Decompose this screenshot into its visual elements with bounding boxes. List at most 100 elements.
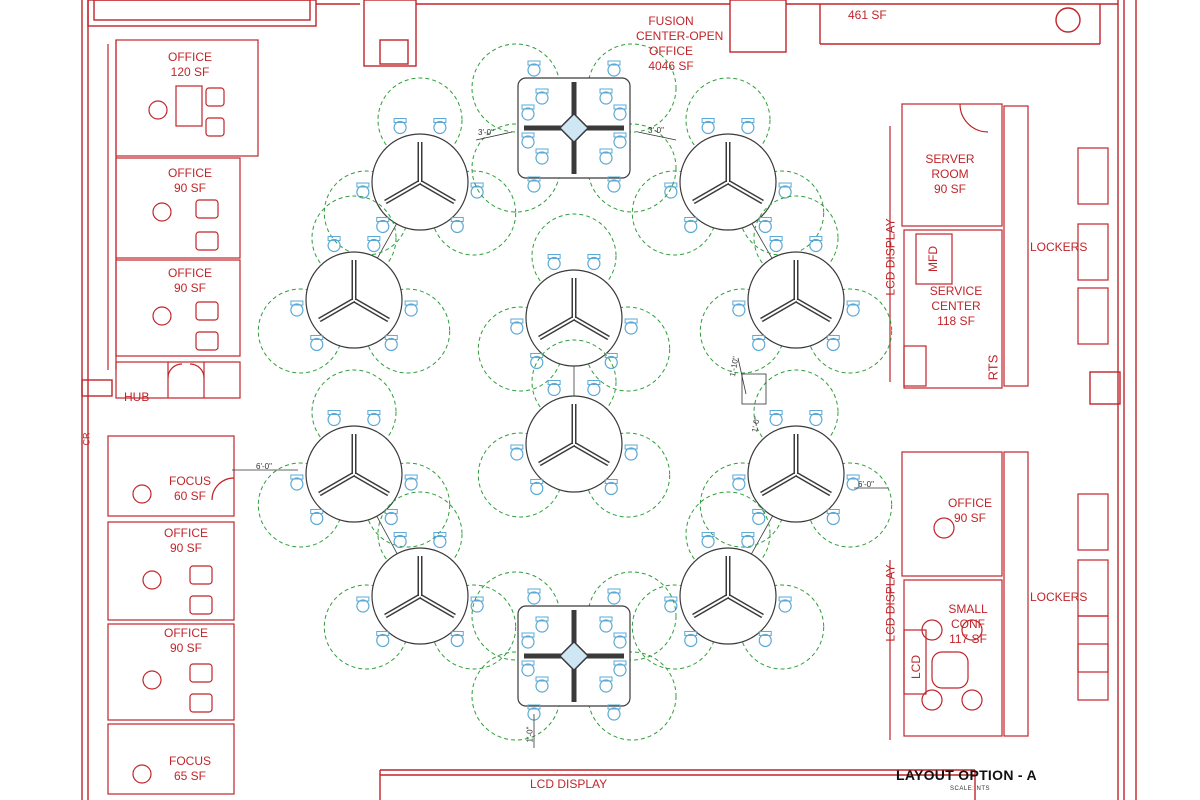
chair-icon — [752, 511, 766, 526]
chair-back-icon — [607, 176, 621, 182]
chair-back-icon — [521, 104, 535, 110]
workstation-panel-core — [760, 299, 797, 321]
chair-icon — [535, 679, 549, 693]
chair-back-icon — [404, 474, 418, 480]
chair-icon — [521, 135, 535, 149]
chair-back-icon — [356, 596, 370, 602]
chair-back-icon — [741, 118, 755, 124]
chair-icon — [684, 219, 698, 234]
room-label-mfd: MFD — [926, 246, 940, 272]
chair-icon — [624, 321, 638, 335]
chair-icon — [607, 63, 621, 77]
room-label-hub: HUB — [124, 390, 150, 404]
chair-back-icon — [664, 596, 678, 602]
chair-icon — [521, 107, 535, 121]
lcd-display-bottom: LCD DISPLAY — [530, 777, 608, 791]
chair-back-icon — [530, 478, 544, 484]
chair-icon — [769, 412, 783, 427]
chair-back-icon — [384, 334, 398, 340]
room-label-lockers-2: LOCKERS — [1030, 590, 1088, 604]
chair-icon — [470, 185, 484, 199]
chair-back-icon — [809, 410, 823, 416]
chair-icon — [310, 337, 324, 352]
chair-back-icon — [778, 596, 792, 602]
chair-icon — [290, 303, 304, 317]
chair-back-icon — [684, 630, 698, 636]
chair-back-icon — [527, 60, 541, 66]
workstation-panel-core — [419, 181, 456, 203]
chair-icon — [613, 135, 627, 149]
chair-icon — [664, 185, 678, 199]
chair-back-icon — [393, 118, 407, 124]
chair-icon — [527, 179, 541, 193]
chair-back-icon — [527, 704, 541, 710]
dimension-bottom: 1'-0" — [525, 726, 535, 743]
three-way-workstation-cluster — [631, 77, 825, 256]
workstation-panel-core — [538, 317, 575, 339]
chair-back-icon — [356, 182, 370, 188]
chair-back-icon — [367, 236, 381, 242]
clearance-circle — [431, 584, 517, 670]
center-diamond — [558, 640, 590, 672]
scale-note: SCALE: NTS — [950, 786, 991, 792]
chair-icon — [846, 303, 860, 317]
clearance-circle — [587, 571, 677, 661]
chair-back-icon — [450, 630, 464, 636]
chair-icon — [310, 511, 324, 526]
exterior-walls — [81, 0, 1137, 800]
chair-icon — [607, 591, 621, 605]
chair-back-icon — [393, 532, 407, 538]
chair-back-icon — [535, 676, 549, 682]
chair-icon — [327, 412, 341, 427]
chair-icon — [846, 477, 860, 491]
chair-icon — [433, 534, 447, 549]
chair-back-icon — [613, 132, 627, 138]
clearance-circle — [807, 462, 893, 548]
cluster-spine — [353, 181, 797, 597]
chair-back-icon — [752, 334, 766, 340]
room-label-lockers-1: LOCKERS — [1030, 240, 1088, 254]
chair-back-icon — [701, 118, 715, 124]
chair-icon — [521, 635, 535, 649]
workstation-panel-core — [692, 181, 729, 203]
chair-icon — [530, 355, 544, 370]
chair-back-icon — [752, 508, 766, 514]
clearance-circle — [585, 306, 671, 392]
chair-back-icon — [624, 318, 638, 324]
chair-back-icon — [433, 532, 447, 538]
chair-back-icon — [510, 318, 524, 324]
workstation-panel-core — [727, 595, 764, 617]
workstation-panel-core — [384, 181, 421, 203]
chair-back-icon — [758, 630, 772, 636]
chair-icon — [356, 599, 370, 613]
chair-back-icon — [470, 596, 484, 602]
chair-icon — [607, 707, 621, 721]
chair-back-icon — [521, 132, 535, 138]
room-label-cr: CR — [81, 432, 92, 446]
chair-icon — [527, 63, 541, 77]
chair-icon — [741, 534, 755, 549]
clearance-circle — [587, 123, 677, 213]
chair-icon — [664, 599, 678, 613]
clearance-circle — [807, 288, 893, 374]
chair-icon — [732, 477, 746, 491]
chair-icon — [607, 179, 621, 193]
chair-icon — [587, 256, 601, 271]
chair-icon — [599, 679, 613, 693]
three-way-workstation-cluster — [699, 369, 893, 548]
chair-back-icon — [684, 216, 698, 222]
workstation-panel-core — [384, 595, 421, 617]
dimension-top-right: 3'-0" — [648, 126, 664, 135]
dimension-right: 6'-0" — [858, 480, 874, 489]
clearance-circle — [585, 432, 671, 518]
workstation-panel-core — [318, 299, 355, 321]
chair-icon — [752, 337, 766, 352]
chair-icon — [613, 663, 627, 677]
chair-icon — [613, 107, 627, 121]
chair-icon — [599, 619, 613, 633]
